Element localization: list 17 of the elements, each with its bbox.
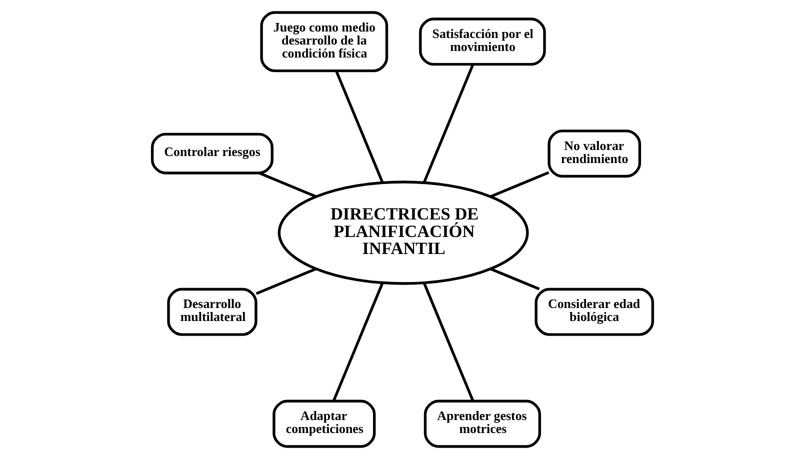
node-box: No valorar rendimiento [547,130,641,178]
node-box: Desarrollo multilateral [166,288,257,336]
node-box: Controlar riesgos [150,132,273,174]
node-box: Considerar edad biológica [534,288,654,336]
connector [255,268,316,295]
connector [332,282,384,402]
connector [490,268,540,290]
connector [490,171,549,198]
node-ellipse: DIRECTRICES DE PLANIFICACIÓN INFANTIL [277,180,528,285]
node-box: Adaptar competiciones [272,400,376,448]
connector [334,70,384,184]
connector [422,64,474,184]
connector [422,282,474,402]
connector [258,172,316,198]
node-box: Aprender gestos motrices [423,400,541,448]
node-box: Juego como medio desarrollo de la condición física [260,11,388,72]
node-box: Satisfacción por el movimiento [418,18,546,66]
